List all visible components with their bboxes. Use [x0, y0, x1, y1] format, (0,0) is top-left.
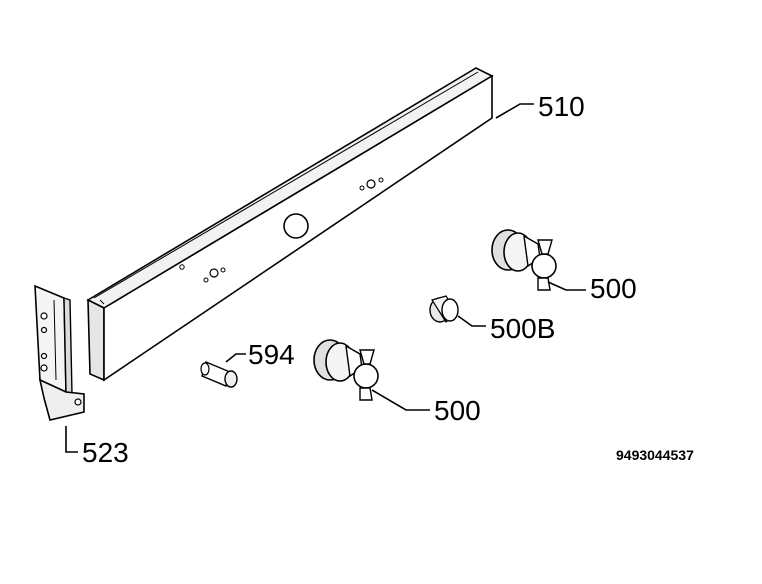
- leader-500-center: [371, 389, 430, 411]
- knob-right-part: [491, 229, 557, 291]
- callout-523: 523: [82, 437, 129, 468]
- pin-part: [200, 361, 238, 388]
- callout-500B: 500B: [490, 313, 555, 344]
- callout-500-right: 500: [590, 273, 637, 304]
- leader-523: [65, 426, 78, 453]
- knob-cap-part: [429, 295, 459, 323]
- document-number: 9493044537: [616, 447, 694, 463]
- knob-center-part: [313, 339, 379, 401]
- leader-510: [495, 103, 534, 119]
- callout-510: 510: [538, 91, 585, 122]
- leader-594: [225, 353, 246, 363]
- callout-500-center: 500: [434, 395, 481, 426]
- leader-lines: [65, 103, 586, 453]
- control-panel-part: [86, 67, 494, 382]
- callout-594: 594: [248, 339, 295, 370]
- leader-500-right: [547, 281, 586, 291]
- leader-500B: [457, 315, 486, 327]
- hinge-bracket-part: [34, 284, 85, 421]
